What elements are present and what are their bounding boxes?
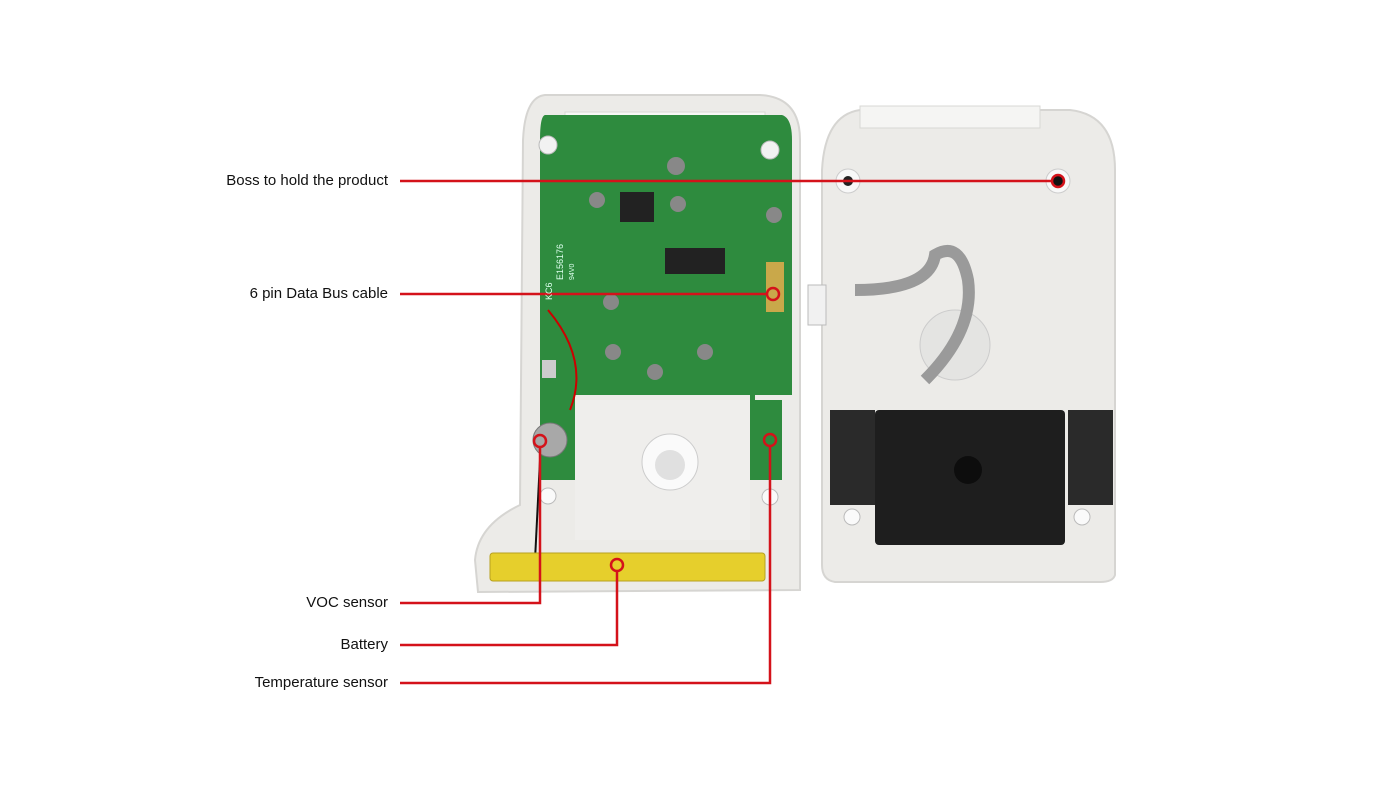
marker-temperature bbox=[762, 432, 778, 448]
label-boss: Boss to hold the product bbox=[226, 172, 388, 189]
marker-voc bbox=[532, 433, 548, 449]
board-marking-model: KC6 bbox=[544, 282, 554, 300]
battery bbox=[489, 552, 766, 582]
leader-temperature bbox=[400, 446, 772, 685]
label-voc-sensor: VOC sensor bbox=[306, 594, 388, 611]
leader-battery bbox=[400, 571, 619, 647]
leader-voc bbox=[400, 447, 542, 605]
label-temperature-sensor: Temperature sensor bbox=[254, 674, 388, 691]
board-marking-rating: 94V0 bbox=[569, 264, 576, 280]
pcb-board bbox=[538, 115, 792, 480]
label-battery: Battery bbox=[340, 636, 388, 653]
lower-compartment bbox=[532, 309, 779, 561]
label-data-bus: 6 pin Data Bus cable bbox=[249, 285, 388, 302]
marker-boss bbox=[1050, 173, 1066, 189]
right-housing bbox=[807, 105, 1116, 583]
marker-data-bus bbox=[765, 286, 781, 302]
board-marking-code: E156176 bbox=[555, 244, 565, 280]
marker-battery bbox=[609, 557, 625, 573]
